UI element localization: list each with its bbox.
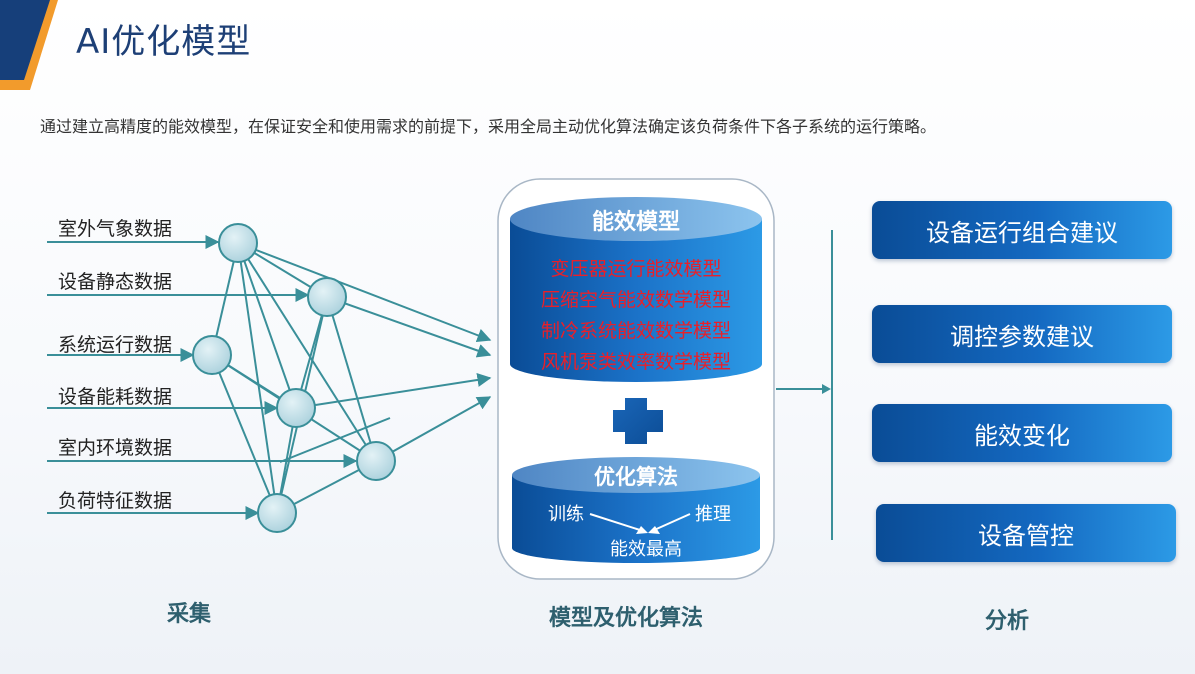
efficiency-item: 压缩空气能效数学模型 [541,289,731,311]
page-subtitle: 通过建立高精度的能效模型，在保证安全和使用需求的前提下，采用全局主动优化算法确定… [40,117,937,136]
input-label-equipment-energy: 设备能耗数据 [58,386,173,408]
caption-analysis: 分析 [985,609,1030,634]
result-label: 调控参数建议 [950,322,1094,351]
result-equipment-control: 设备管控 [876,504,1176,562]
efficiency-model-title: 能效模型 [592,209,680,235]
input-label-system-operation: 系统运行数据 [58,334,173,356]
network-node [218,223,258,263]
result-label: 设备运行组合建议 [926,218,1118,247]
plus-icon [613,398,663,444]
caption-collect: 采集 [167,602,212,627]
caption-model-algorithm: 模型及优化算法 [549,606,704,631]
result-control-parameters: 调控参数建议 [872,305,1172,363]
corner-decoration [0,0,58,90]
algorithm-title: 优化算法 [594,465,678,489]
network-node [276,388,316,428]
result-efficiency-change: 能效变化 [872,404,1172,462]
output-connector [776,230,833,540]
infer-label: 推理 [695,504,731,525]
train-label: 训练 [548,504,584,525]
result-equipment-combination: 设备运行组合建议 [872,201,1172,259]
efficiency-item: 制冷系统能效数学模型 [541,320,731,342]
network-node [192,335,232,375]
output-arrow [375,396,492,462]
result-label: 设备管控 [978,521,1074,550]
input-label-outdoor-weather: 室外气象数据 [58,218,173,240]
output-arrow [326,296,492,358]
result-label: 能效变化 [974,421,1070,450]
edge [237,242,278,514]
input-label-load-feature: 负荷特征数据 [58,490,173,512]
infer-arrow [651,513,691,532]
edge [279,417,391,463]
output-arrow [295,373,492,409]
neural-network-diagram [47,223,492,533]
train-arrow [589,513,644,532]
edge [237,242,377,462]
edge [237,242,297,409]
edge [326,296,377,462]
algorithm-cylinder: 优化算法 训练 推理 能效最高 [512,457,760,563]
page-title: AI优化模型 [76,22,252,62]
network-node [356,441,396,481]
best-efficiency-label: 能效最高 [610,539,682,560]
edge [211,354,278,514]
network-node [257,493,297,533]
output-arrow [237,242,492,343]
arrow-head [648,526,660,534]
arrow-head [636,526,648,534]
model-panel: 能效模型 变压器运行能效模型 压缩空气能效数学模型 制冷系统能效数学模型 风机泵… [497,178,775,580]
input-label-indoor-environment: 室内环境数据 [58,437,173,459]
efficiency-item: 变压器运行能效模型 [550,258,721,280]
input-label-equipment-static: 设备静态数据 [58,271,173,293]
efficiency-item: 风机泵类效率数学模型 [541,351,731,373]
network-node [307,277,347,317]
efficiency-model-cylinder: 能效模型 变压器运行能效模型 压缩空气能效数学模型 制冷系统能效数学模型 风机泵… [510,197,762,382]
